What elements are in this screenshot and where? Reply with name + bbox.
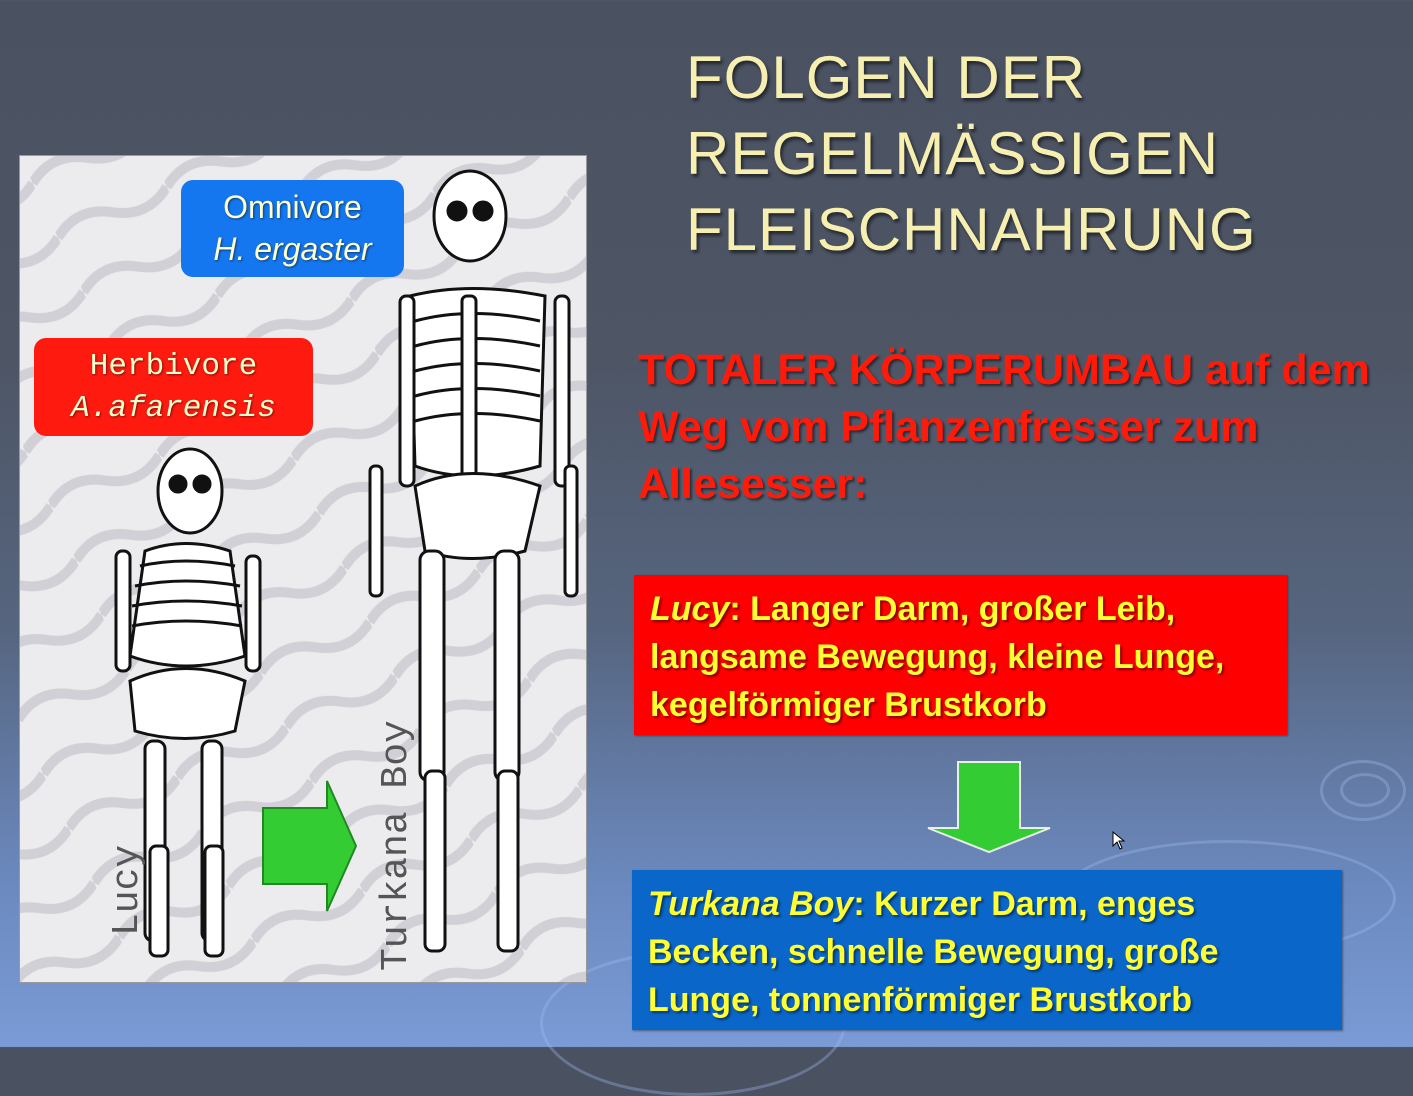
omnivore-tag: Omnivore H. ergaster (181, 180, 404, 277)
turkana-boy-skeleton (368, 169, 579, 953)
herbivore-tag: Herbivore A.afarensis (34, 338, 313, 436)
slide-title: FOLGEN DER REGELMÄSSIGEN FLEISCHNAHRUNG (686, 40, 1386, 268)
herbivore-label: Herbivore (89, 349, 258, 384)
turkana-description-box: Turkana Boy: Kurzer Darm, enges Becken, … (632, 870, 1342, 1030)
skeletons-drawing (20, 156, 586, 982)
omnivore-label: Omnivore (223, 189, 362, 225)
mouse-pointer-icon (1112, 831, 1126, 850)
turkana-description: : Kurzer Darm, enges Becken, schnelle Be… (648, 885, 1219, 1019)
turkana-name: Turkana Boy (648, 885, 854, 923)
skeleton-illustration: Omnivore H. ergaster Herbivore A.afarens… (19, 155, 587, 983)
green-down-arrow-icon (927, 761, 1051, 854)
lucy-description-box: Lucy: Langer Darm, großer Leib, langsame… (634, 575, 1287, 735)
ripple-decoration (1340, 773, 1390, 807)
green-right-arrow-icon (262, 780, 358, 912)
turkana-skeleton-label: Turkana Boy (375, 720, 418, 971)
title-line-3: FLEISCHNAHRUNG (686, 196, 1257, 263)
lucy-skeleton-label: Lucy (106, 844, 149, 936)
lucy-skeleton (114, 447, 262, 958)
ripple-decoration (1320, 760, 1406, 821)
species-label: H. ergaster (213, 231, 372, 267)
lucy-name: Lucy (650, 590, 730, 628)
title-line-2: REGELMÄSSIGEN (686, 120, 1220, 187)
title-line-1: FOLGEN DER (686, 44, 1087, 111)
subtitle: TOTALER KÖRPERUMBAU auf dem Weg vom Pfla… (638, 346, 1370, 508)
lucy-description: : Langer Darm, großer Leib, langsame Bew… (650, 590, 1225, 724)
species-label: A.afarensis (71, 391, 276, 426)
